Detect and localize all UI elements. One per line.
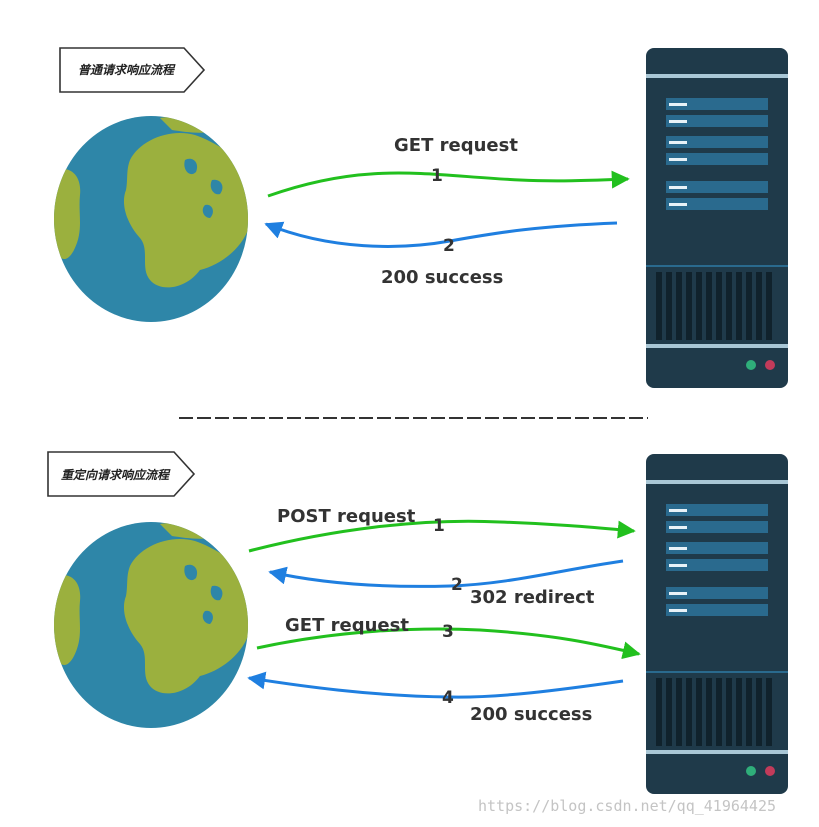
arrow-label: GET request xyxy=(394,135,518,156)
step-number: 1 xyxy=(433,516,445,536)
step-number: 3 xyxy=(442,622,454,642)
arrow-request xyxy=(256,627,641,660)
section-normal-flow: 普通请求响应流程 xyxy=(54,47,788,388)
arrow-label: 200 success xyxy=(381,267,503,288)
arrow-response xyxy=(247,671,624,699)
server-icon xyxy=(646,454,788,794)
step-number: 2 xyxy=(451,575,463,595)
arrow-response xyxy=(264,221,618,248)
section-redirect-flow: 重定向请求响应流程 xyxy=(47,451,788,794)
arrow-request xyxy=(248,519,636,553)
arrow-request xyxy=(267,170,630,198)
globe-icon xyxy=(54,116,248,322)
section2-tag-text: 重定向请求响应流程 xyxy=(61,468,171,482)
arrow-label: GET request xyxy=(285,615,409,636)
watermark-text: https://blog.csdn.net/qq_41964425 xyxy=(478,797,776,815)
arrow-label: 302 redirect xyxy=(470,587,595,608)
section1-tag-text: 普通请求响应流程 xyxy=(78,63,176,77)
arrow-response xyxy=(268,559,624,588)
step-number: 4 xyxy=(442,688,454,708)
server-icon xyxy=(646,48,788,388)
globe-icon xyxy=(54,522,248,728)
arrow-label: 200 success xyxy=(470,704,592,725)
section2-tag: 重定向请求响应流程 xyxy=(47,451,196,497)
step-number: 1 xyxy=(431,166,443,186)
section1-tag: 普通请求响应流程 xyxy=(59,47,206,93)
arrow-label: POST request xyxy=(277,506,416,527)
step-number: 2 xyxy=(443,236,455,256)
